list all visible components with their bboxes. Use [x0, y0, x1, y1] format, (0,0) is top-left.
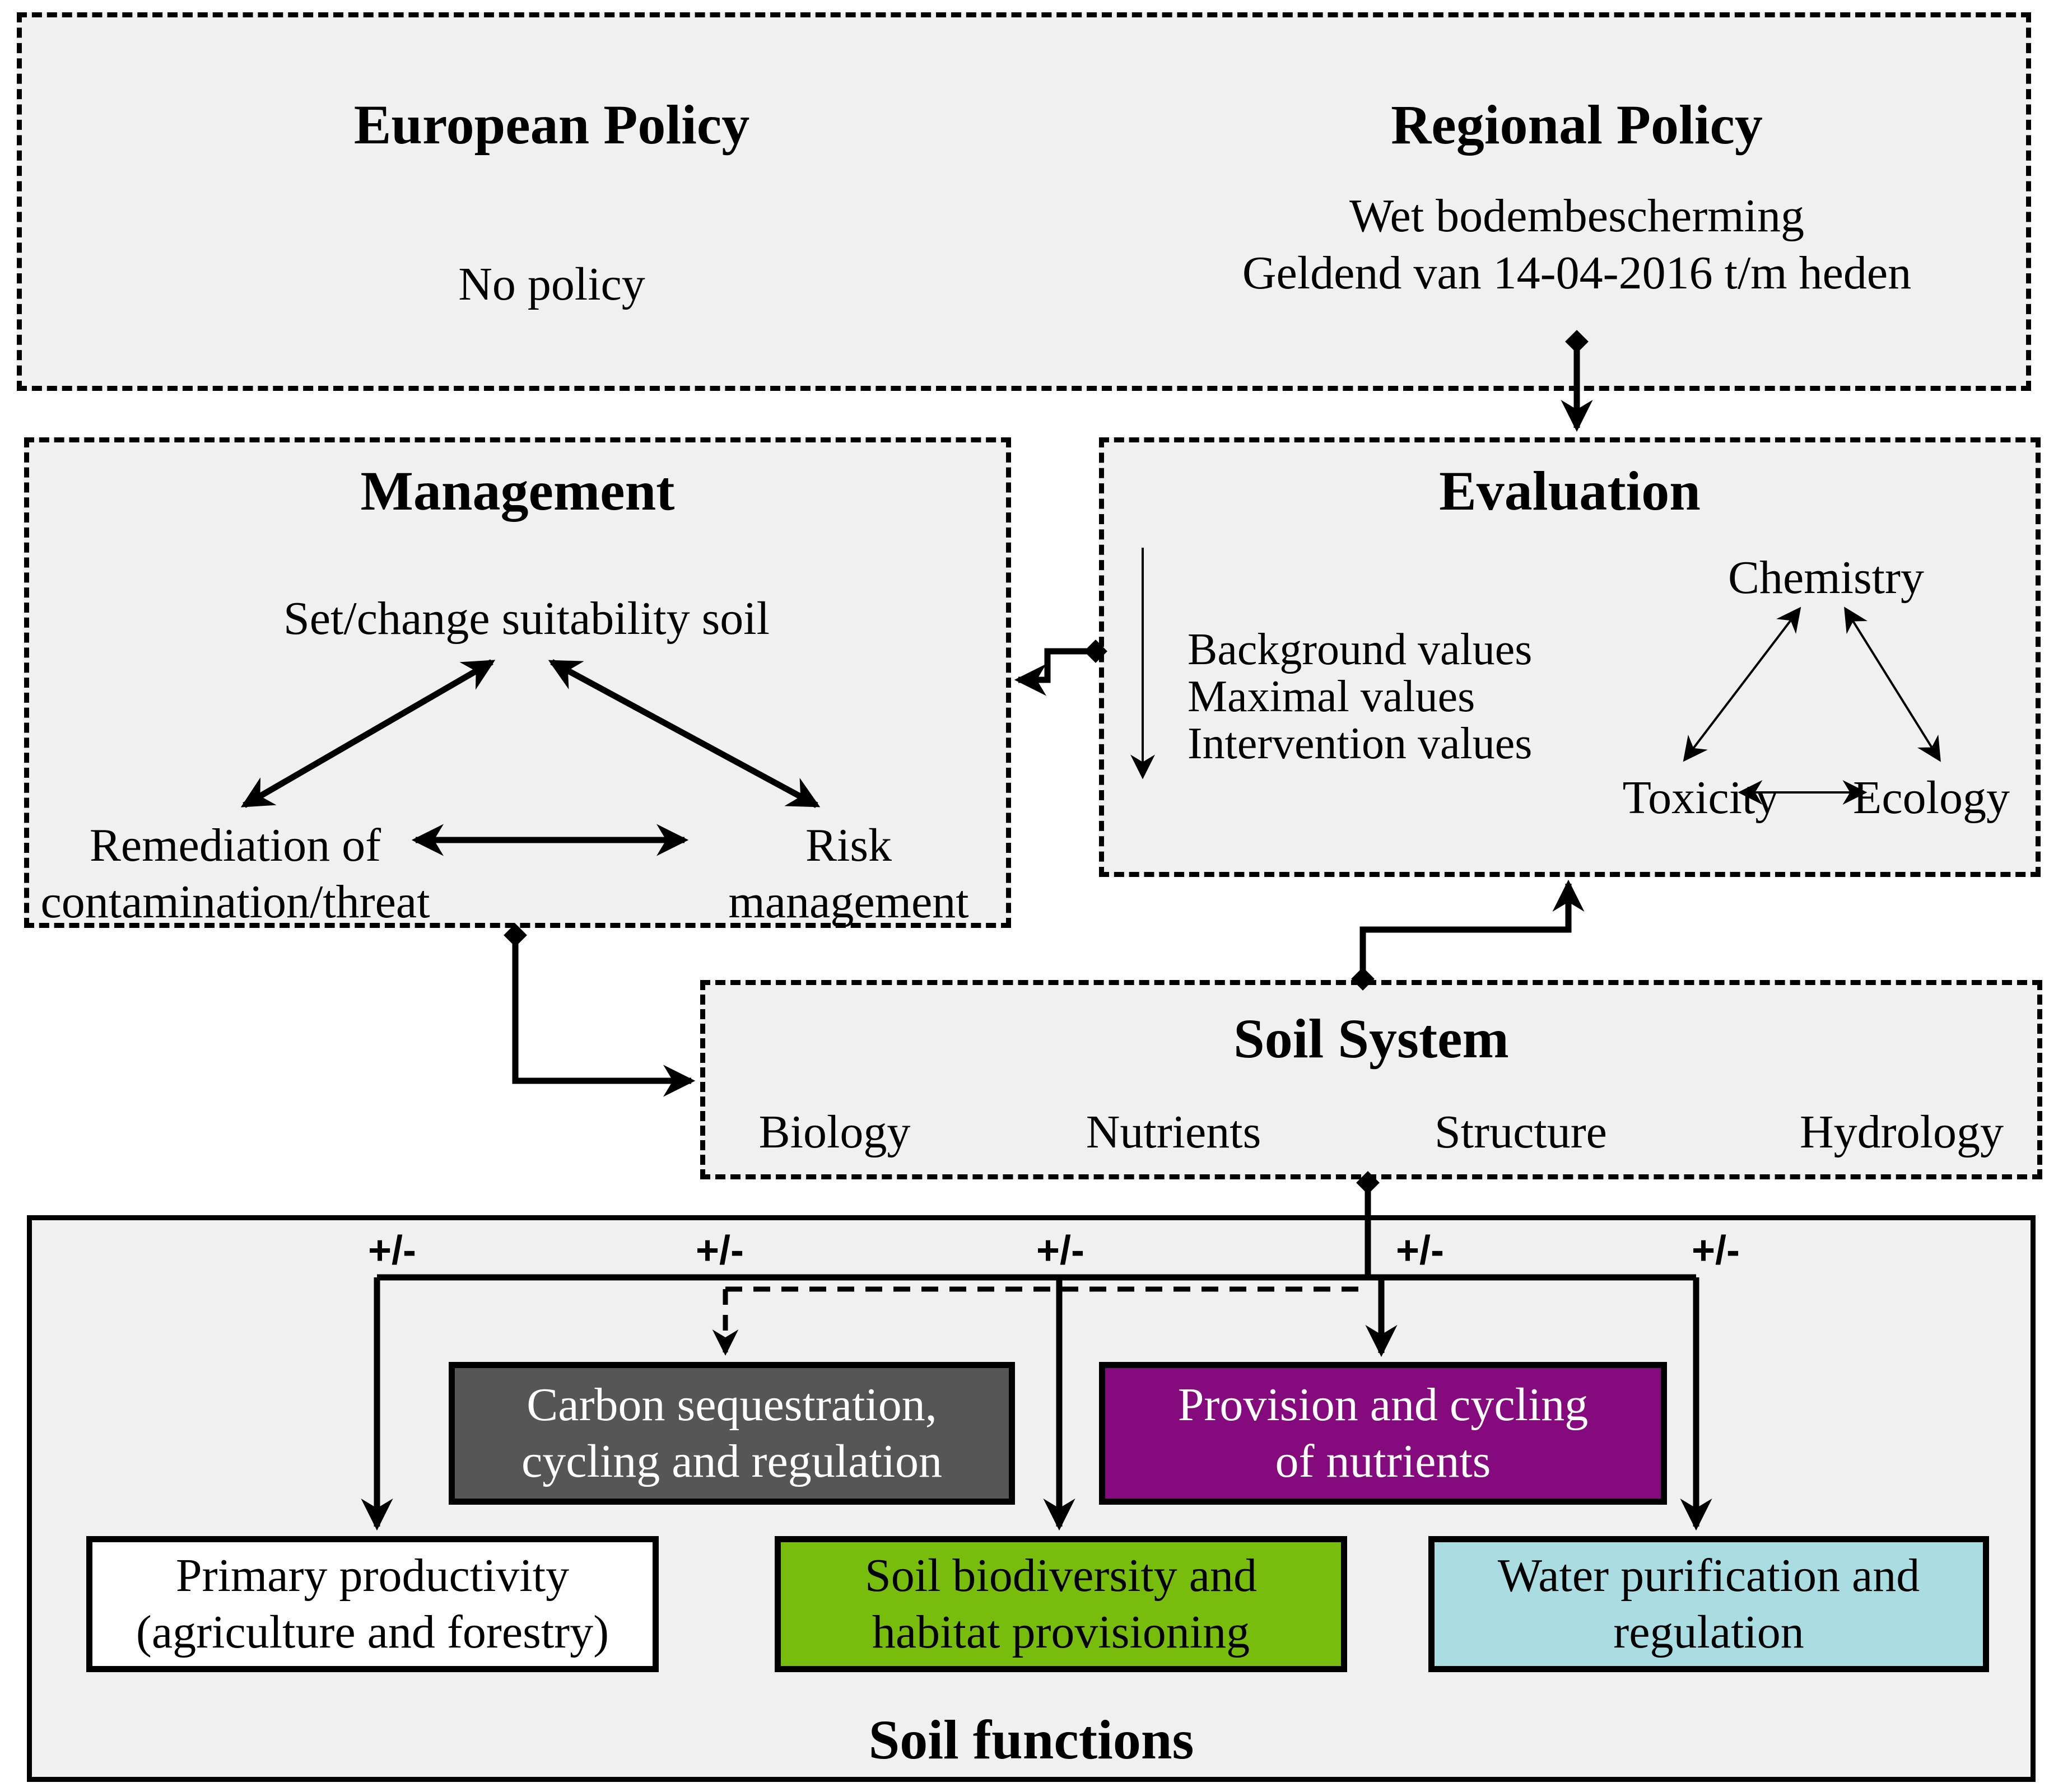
plus-minus-label-3: +/-	[1036, 1228, 1085, 1273]
management-node-risk: Risk management	[728, 819, 969, 928]
soil-functions-panel	[27, 1215, 2036, 1782]
evaluation-values-list: Background values Maximal values Interve…	[1188, 625, 1533, 768]
plus-minus-label-5: +/-	[1691, 1228, 1740, 1273]
regional-policy-title: Regional Policy	[1391, 94, 1763, 156]
arrow-management-to-soil-system	[504, 923, 696, 1097]
plus-minus-label-4: +/-	[1395, 1228, 1445, 1273]
evaluation-node-ecology: Ecology	[1853, 772, 2010, 824]
management-node-suitability: Set/change suitability soil	[283, 592, 770, 645]
policy-panel	[17, 12, 2031, 391]
soil-system-item-structure: Structure	[1435, 1106, 1607, 1158]
soil-system-panel	[700, 980, 2042, 1179]
soil-system-item-hydrology: Hydrology	[1800, 1106, 2004, 1158]
evaluation-node-chemistry: Chemistry	[1728, 552, 1924, 604]
arrow-soil-system-to-evaluation	[1351, 879, 1585, 991]
management-node-remediation: Remediation of contamination/threat	[40, 819, 430, 928]
european-policy-title: European Policy	[353, 94, 750, 156]
soil-functions-title: Soil functions	[868, 1709, 1194, 1771]
regional-policy-law: Wet bodembescherming	[1349, 190, 1804, 242]
function-box-nutrients: Provision and cycling of nutrients	[1099, 1362, 1667, 1505]
evaluation-node-toxicity: Toxicity	[1622, 772, 1779, 824]
soil-system-title: Soil System	[1233, 1007, 1509, 1070]
arrow-evaluation-to-management	[1014, 640, 1107, 696]
function-box-water: Water purification and regulation	[1428, 1536, 1989, 1672]
european-policy-body: No policy	[458, 258, 645, 310]
evaluation-title: Evaluation	[1439, 460, 1701, 522]
soil-system-item-nutrients: Nutrients	[1086, 1106, 1261, 1158]
function-box-biodiversity: Soil biodiversity and habitat provisioni…	[775, 1536, 1347, 1672]
function-box-primary-productivity: Primary productivity (agriculture and fo…	[86, 1536, 659, 1672]
plus-minus-label-1: +/-	[367, 1228, 417, 1273]
function-box-carbon: Carbon sequestration, cycling and regula…	[449, 1362, 1015, 1505]
soil-system-item-biology: Biology	[758, 1106, 911, 1158]
plus-minus-label-2: +/-	[695, 1228, 744, 1273]
regional-policy-validity: Geldend van 14-04-2016 t/m heden	[1242, 247, 1912, 299]
management-title: Management	[360, 460, 675, 522]
